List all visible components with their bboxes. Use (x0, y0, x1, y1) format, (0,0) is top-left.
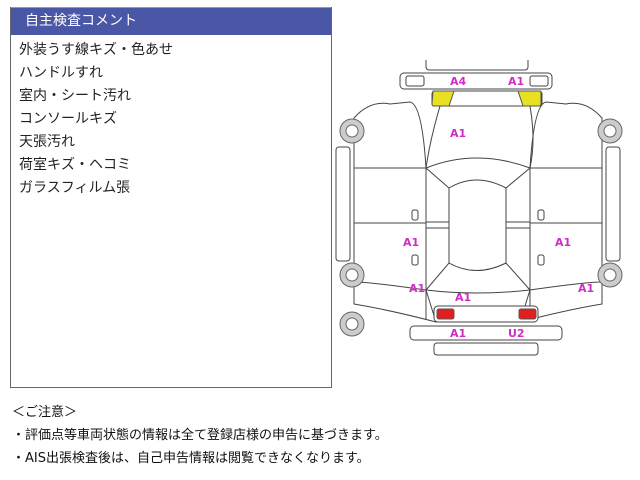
rear-light-panel (433, 305, 539, 323)
car-damage-diagram: A4 A1 A1 A1 A1 A1 A1 A1 A1 U2 (330, 57, 640, 360)
comment-item: コンソールキズ (19, 111, 117, 127)
roof (448, 188, 507, 263)
label-right-rear-door: A1 (555, 236, 571, 249)
notes-line: ・AIS出張検査後は、自己申告情報は閲覧できなくなります。 (12, 451, 370, 466)
comment-list: 外装うす線キズ・色あせ ハンドルすれ 室内・シート汚れ コンソールキズ 天張汚れ… (11, 35, 331, 200)
left-body (353, 168, 427, 291)
label-left-rear-fender: A1 (409, 282, 425, 295)
front-top-bar (425, 57, 529, 71)
rear-bumper (409, 325, 563, 341)
left-front-fender (353, 101, 427, 169)
rear-window (425, 262, 532, 294)
label-rear-bumper-left: A1 (450, 327, 466, 340)
comment-item: 荷室キズ・ヘコミ (19, 157, 131, 173)
label-right-rear-fender: A1 (578, 282, 594, 295)
label-front-bumper-right: A1 (508, 75, 524, 88)
right-headlight-mark (517, 90, 542, 107)
comment-item: ハンドルすれ (19, 65, 103, 81)
right-front-fender (529, 101, 603, 169)
front-bumper (399, 72, 553, 90)
right-taillight-mark (518, 308, 537, 320)
front-bumper-left-light (405, 75, 425, 87)
cabin-outline (425, 168, 531, 320)
hood-outline (425, 105, 534, 169)
wheels (339, 118, 623, 337)
notes-line: ・評価点等車両状態の情報は全て登録店様の申告に基づきます。 (12, 428, 388, 443)
rear-bottom-bar (433, 342, 539, 356)
label-rear-bumper-right: U2 (508, 327, 525, 340)
front-bumper-right-light (529, 75, 549, 87)
left-rear-handle (411, 254, 419, 266)
left-side-step (335, 146, 351, 262)
comment-panel-title: 自主検査コメント (11, 7, 331, 35)
right-rear-handle (537, 254, 545, 266)
left-headlight-mark (431, 90, 455, 107)
label-hood: A1 (450, 127, 466, 140)
label-front-bumper-left: A4 (450, 75, 467, 88)
windshield (425, 167, 531, 189)
comment-item: 天張汚れ (19, 134, 75, 150)
notes-section: ＜ご注意＞ ・評価点等車両状態の情報は全て登録店様の申告に基づきます。 ・AIS… (12, 401, 388, 470)
pillar-line (426, 221, 530, 229)
self-inspection-comment-panel: 自主検査コメント 外装うす線キズ・色あせ ハンドルすれ 室内・シート汚れ コンソ… (10, 7, 332, 388)
left-rear-fender (353, 282, 437, 323)
left-front-handle (411, 209, 419, 221)
comment-item: 室内・シート汚れ (19, 88, 131, 104)
label-left-rear-door: A1 (403, 236, 419, 249)
comment-item: 外装うす線キズ・色あせ (19, 42, 173, 58)
right-body (529, 168, 603, 291)
right-door-line (530, 167, 602, 224)
notes-heading: ＜ご注意＞ (12, 405, 78, 420)
label-rear-panel: A1 (455, 291, 471, 304)
left-door-line (354, 167, 426, 224)
right-side-step (605, 146, 621, 262)
right-front-handle (537, 209, 545, 221)
left-taillight-mark (436, 308, 455, 320)
car-diagram-svg: A4 A1 A1 A1 A1 A1 A1 A1 A1 U2 (335, 57, 623, 356)
comment-item: ガラスフィルム張 (19, 180, 131, 196)
